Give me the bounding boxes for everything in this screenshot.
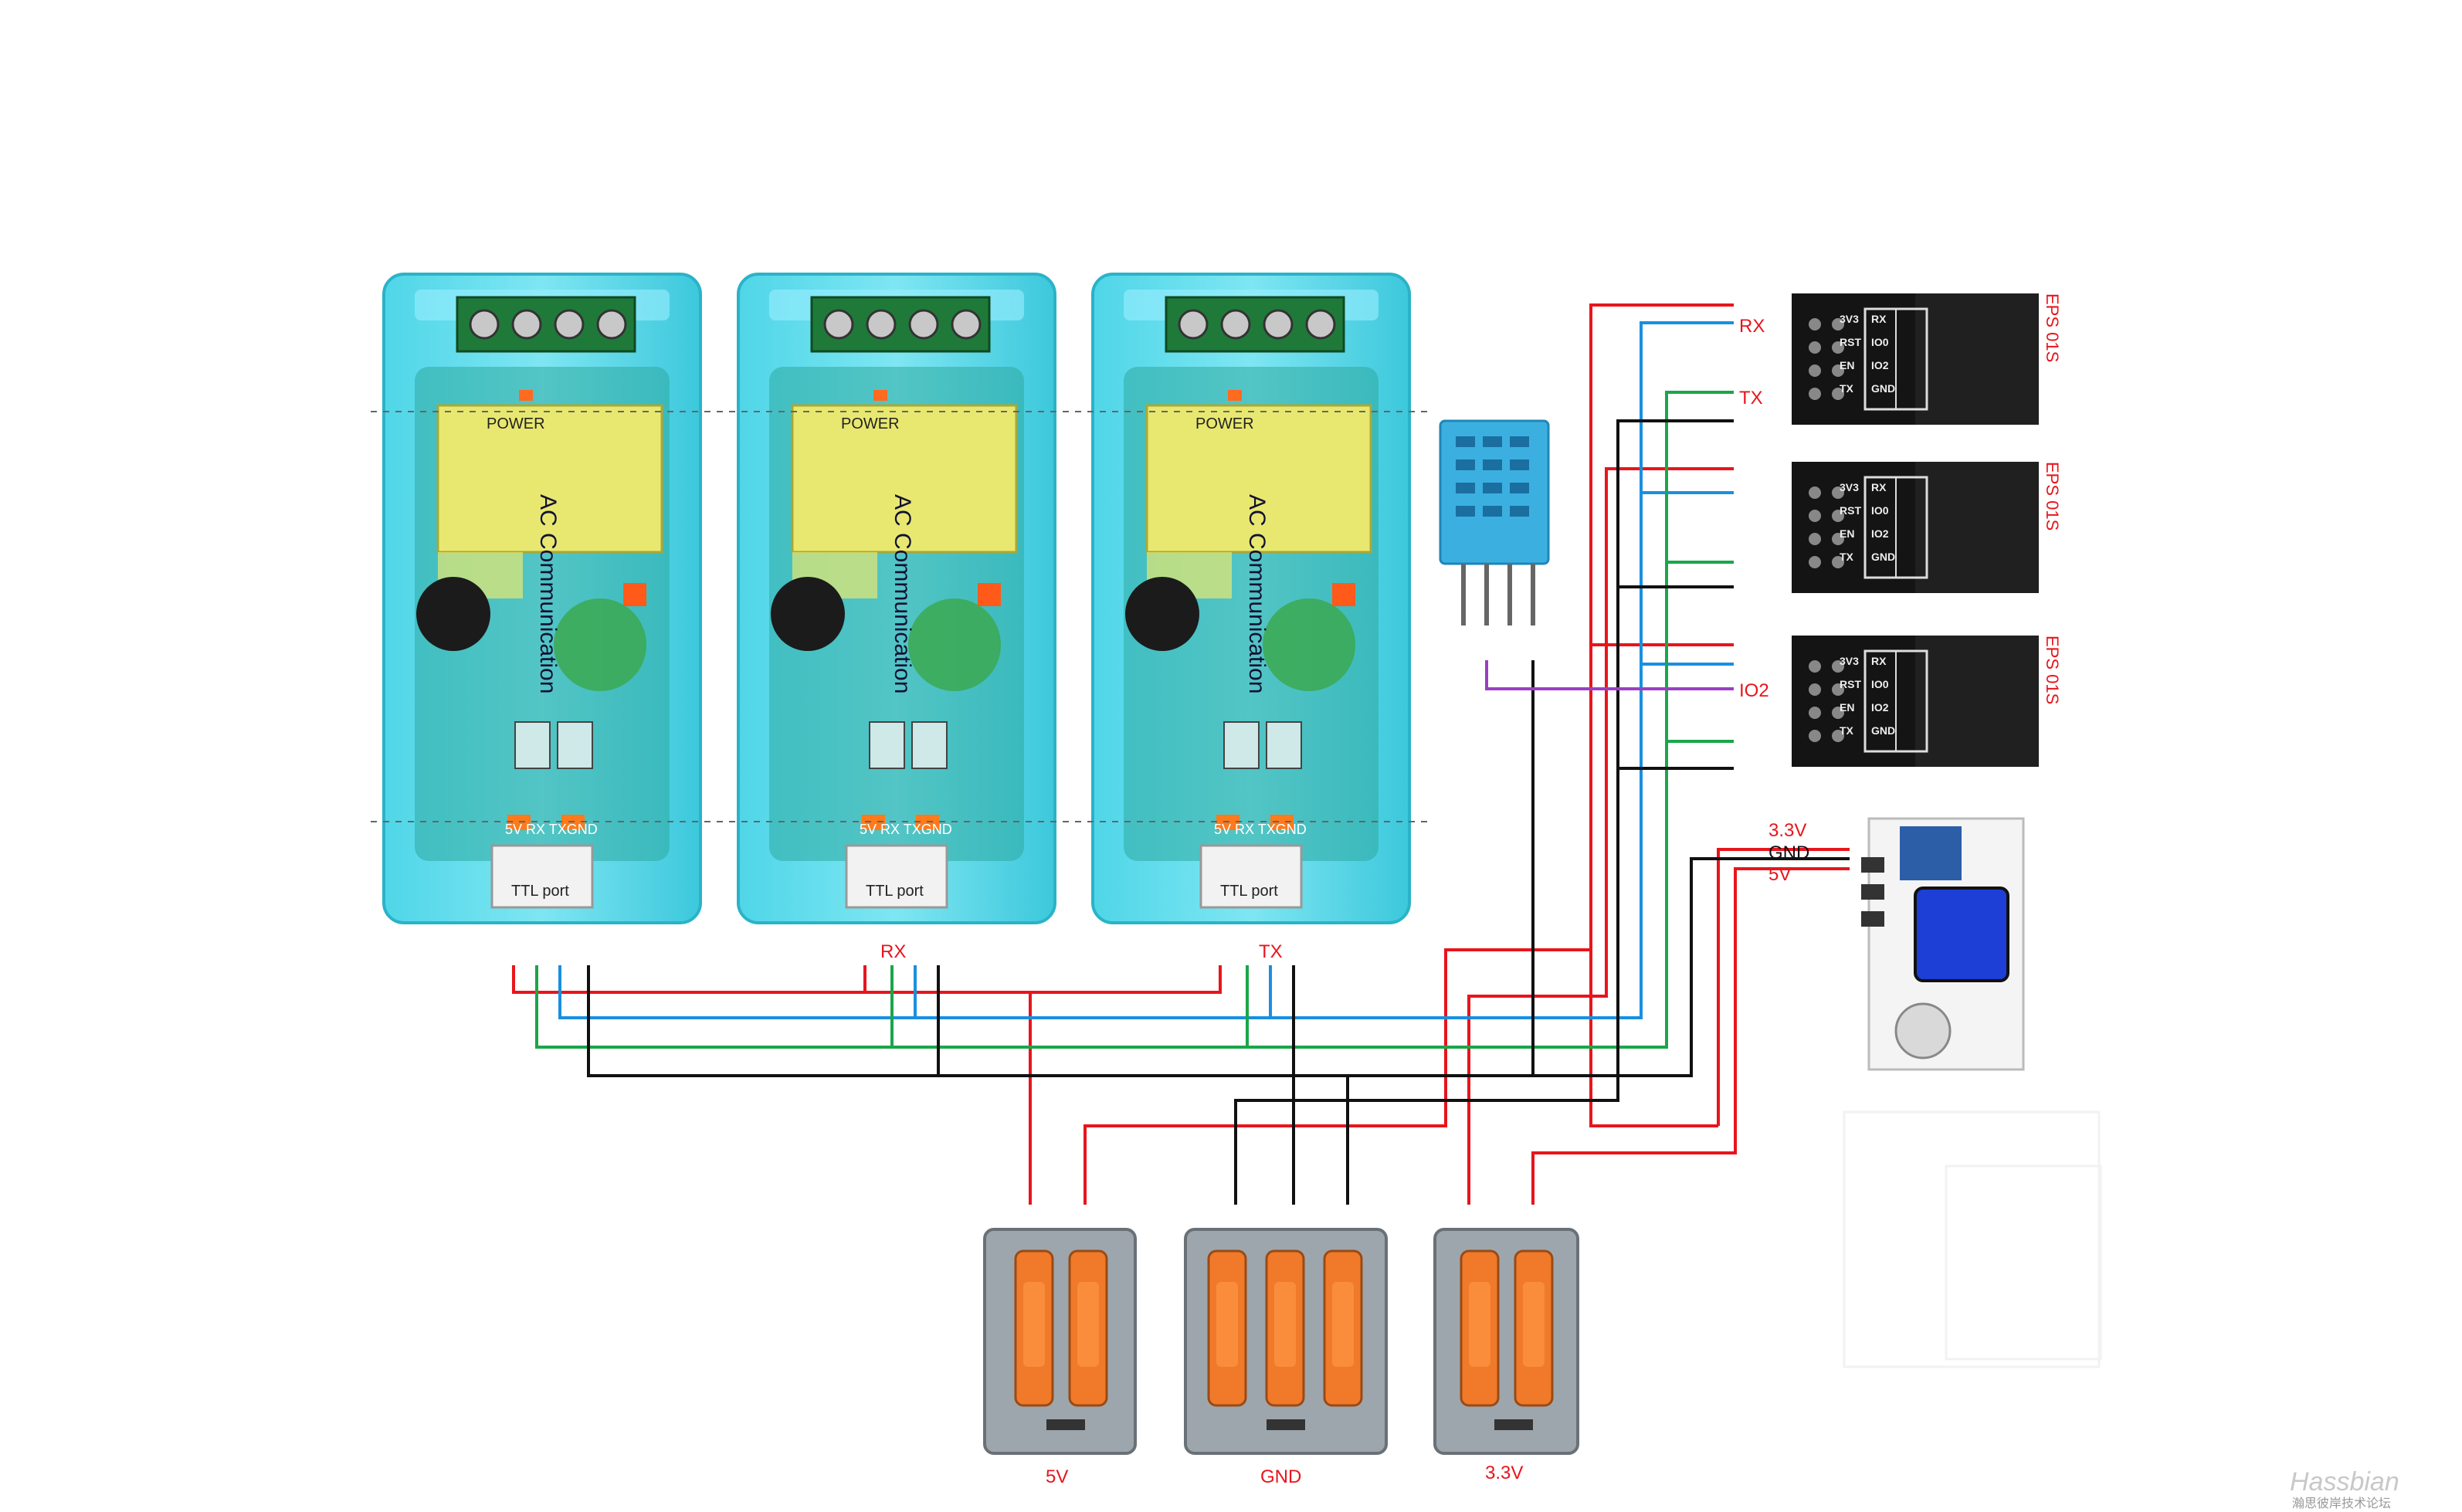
esp1-pin-gnd: GND xyxy=(1871,382,1895,395)
purple-wire xyxy=(1485,660,1734,690)
empty-placeholder-inner xyxy=(1945,1165,2102,1361)
module-1-power-label: POWER xyxy=(487,415,545,432)
esp-board-1 xyxy=(1790,292,2040,426)
esp3-pin-3v3: 3V3 xyxy=(1840,655,1859,667)
esp2-pin-io2: IO2 xyxy=(1871,527,1889,540)
blue-wires xyxy=(558,321,1734,1019)
wago-connector-3v3 xyxy=(1433,1228,1579,1455)
module-3-pins: 5V RX TXGND xyxy=(1214,822,1307,837)
module-1-pins: 5V RX TXGND xyxy=(505,822,598,837)
esp2-pin-rx: RX xyxy=(1871,481,1887,493)
esp2-pin-tx: TX xyxy=(1840,551,1854,563)
psu-label-5v: 5V xyxy=(1769,864,1791,885)
red-wires xyxy=(512,303,1850,1205)
esp1-pin-io0: IO0 xyxy=(1871,336,1889,348)
esp3-pin-rx: RX xyxy=(1871,655,1887,667)
esp1-pin-3v3: 3V3 xyxy=(1840,313,1859,325)
connector-label-5v: 5V xyxy=(1046,1466,1068,1487)
esp-label-rx: RX xyxy=(1739,316,1765,337)
esp2-pin-en: EN xyxy=(1840,527,1854,540)
esp3-pin-io0: IO0 xyxy=(1871,678,1889,690)
connector-label-gnd: GND xyxy=(1260,1466,1301,1487)
esp1-pin-io2: IO2 xyxy=(1871,359,1889,371)
module-2-ttl-port: TTL port xyxy=(866,883,924,900)
esp2-pin-io0: IO0 xyxy=(1871,504,1889,517)
watermark-brand: Hassbian xyxy=(2290,1467,2399,1497)
esp3-pin-io2: IO2 xyxy=(1871,701,1889,714)
power-supply-module xyxy=(1861,817,2025,1071)
module-1-title: AC Communication xyxy=(535,494,561,693)
connector-label-3v3: 3.3V xyxy=(1485,1463,1523,1483)
esp1-side-label: EPS 01S xyxy=(2043,293,2062,362)
esp1-pin-en: EN xyxy=(1840,359,1854,371)
esp2-pin-gnd: GND xyxy=(1871,551,1895,563)
esp1-pin-rst: RST xyxy=(1840,336,1861,348)
dht-sensor xyxy=(1439,419,1550,625)
psu-label-gnd: GND xyxy=(1769,842,1809,863)
esp-label-tx: TX xyxy=(1739,388,1763,409)
esp-label-io2: IO2 xyxy=(1739,680,1769,701)
module-3-title: AC Communication xyxy=(1244,494,1270,693)
esp3-pin-gnd: GND xyxy=(1871,724,1895,737)
empty-placeholder-outer xyxy=(1843,1110,2101,1368)
module-2-power-label: POWER xyxy=(841,415,900,432)
esp1-pin-rx: RX xyxy=(1871,313,1887,325)
module-1-ttl-port: TTL port xyxy=(511,883,569,900)
watermark-sub: 瀚思彼岸技术论坛 xyxy=(2292,1497,2391,1510)
esp-board-2 xyxy=(1790,460,2040,595)
esp3-side-label: EPS 01S xyxy=(2043,636,2062,704)
module-2-title: AC Communication xyxy=(890,494,915,693)
esp3-pin-tx: TX xyxy=(1840,724,1854,737)
esp2-pin-3v3: 3V3 xyxy=(1840,481,1859,493)
esp2-side-label: EPS 01S xyxy=(2043,462,2062,531)
esp3-pin-en: EN xyxy=(1840,701,1854,714)
esp2-pin-rst: RST xyxy=(1840,504,1861,517)
green-wires xyxy=(535,391,1734,1049)
psu-label-3v3: 3.3V xyxy=(1769,820,1806,841)
wago-connector-gnd xyxy=(1184,1228,1388,1455)
esp3-pin-rst: RST xyxy=(1840,678,1861,690)
wago-connector-5v xyxy=(983,1228,1137,1455)
module-2-pins: 5V RX TXGND xyxy=(860,822,952,837)
esp1-pin-tx: TX xyxy=(1840,382,1854,395)
module-3-ttl-port: TTL port xyxy=(1220,883,1278,900)
module-3-power-label: POWER xyxy=(1195,415,1254,432)
bus-label-rx: RX xyxy=(880,941,906,962)
bus-label-tx: TX xyxy=(1259,941,1283,962)
black-wires xyxy=(587,419,1850,1205)
esp-board-3 xyxy=(1790,634,2040,768)
